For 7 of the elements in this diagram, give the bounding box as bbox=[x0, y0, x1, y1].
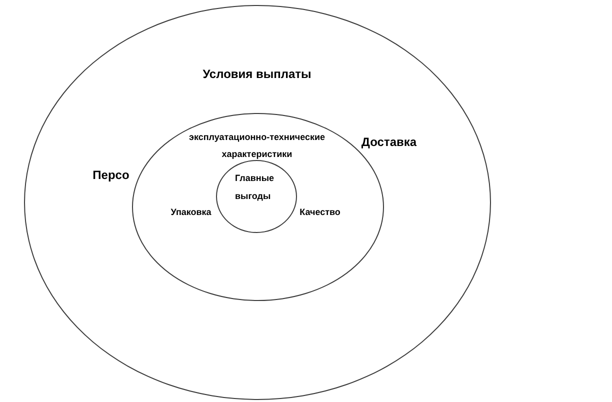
ring-label: эксплуатационно-технические характеристики bbox=[188, 131, 326, 161]
ring-label: Качество bbox=[300, 207, 340, 217]
ring-label: Упаковка bbox=[170, 207, 212, 217]
ring-label: Персо bbox=[92, 168, 130, 182]
core-label: Главные выгоды bbox=[235, 172, 276, 203]
ring-label: Доставка bbox=[361, 135, 417, 149]
ring-label: Условия выплаты bbox=[202, 67, 312, 81]
